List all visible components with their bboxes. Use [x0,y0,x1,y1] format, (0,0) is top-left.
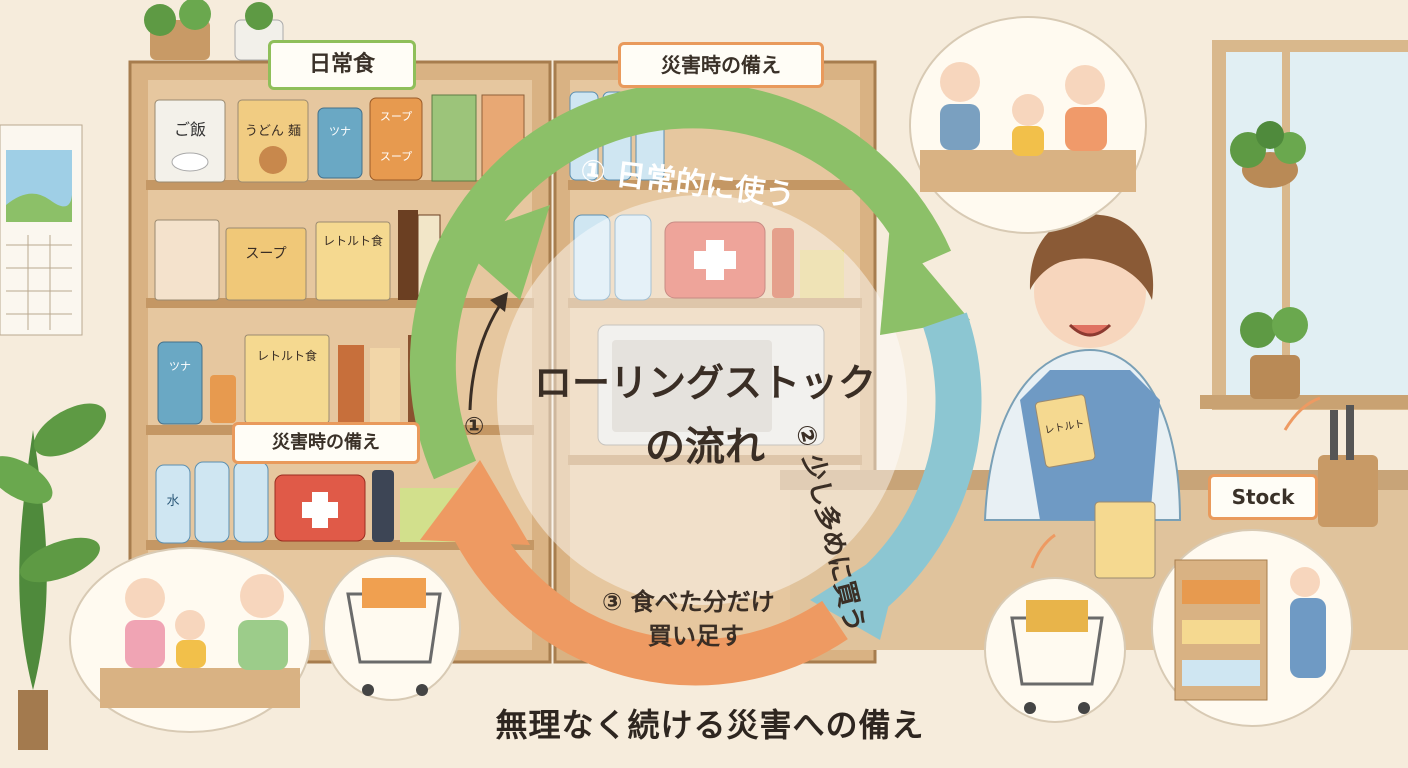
retort-pack2-text: レトルト食 [257,348,317,363]
food-packages-shelf2: スープ レトルト食 [154,210,441,301]
label-disaster-prep-top: 災害時の備え [618,42,824,88]
pot-plant-icon [1240,307,1308,399]
hanging-plant-icon [1230,121,1306,188]
label-disaster-prep-shelf: 災害時の備え [232,422,420,464]
cycle-title-line1: ローリングストック [533,361,876,405]
orange-arrow-head [420,460,530,545]
inner-small-arrow [468,304,502,411]
soup-can2-text: スープ [380,150,412,163]
family-meal-bubble-top [909,16,1147,234]
soup-can-text: スープ [380,110,412,123]
tuna-can2-text: ツナ [169,360,191,373]
small-arrow-cart [1030,533,1056,569]
cycle-arrows [409,82,982,686]
retort-pack-text: レトルト食 [323,233,383,248]
step1-small-label: ① [464,412,485,440]
stock-shelf-bubble [1151,529,1353,727]
family-meal-bubble-bottom [69,547,311,733]
step3-label-line1: ③ 食べた分だけ [602,588,775,616]
footer-caption: 無理なく続ける災害への備え [495,706,925,744]
disaster-supplies-shelf: 水 [155,461,460,544]
woman-figure: レトルト [983,214,1182,579]
water-label-text: 水 [166,494,179,509]
step3-label-line2: 買い足す [648,622,744,650]
calendar [0,124,83,336]
label-daily-food: 日常食 [268,40,416,90]
shopping-cart-right-icon [984,577,1126,723]
blue-arrow-head [810,540,905,640]
tuna-can-text: ツナ [329,125,351,138]
green-arrow-head [880,225,970,335]
soup-pack-text: スープ [245,246,286,262]
food-packages-shelf3: ツナ レトルト食 [157,334,436,425]
green-arrow [409,82,952,480]
cycle-center-glow [497,195,907,605]
udon-pack-text: うどん 麺 [245,124,301,139]
plant-left-icon [0,403,107,750]
window [1200,40,1408,410]
shopping-cart-icon [323,555,461,701]
small-arrow-window [1283,396,1321,431]
label-stock: Stock [1208,474,1318,520]
knife-block-icon [1318,405,1378,527]
cycle-title-line2: の流れ [645,424,765,470]
food-packages-shelf1: ご飯 うどん 麺 ツナ スープ スープ [154,94,525,183]
plant-top-icon [144,0,284,61]
orange-arrow [449,509,848,686]
rice-pack-text: ご飯 [174,120,206,139]
